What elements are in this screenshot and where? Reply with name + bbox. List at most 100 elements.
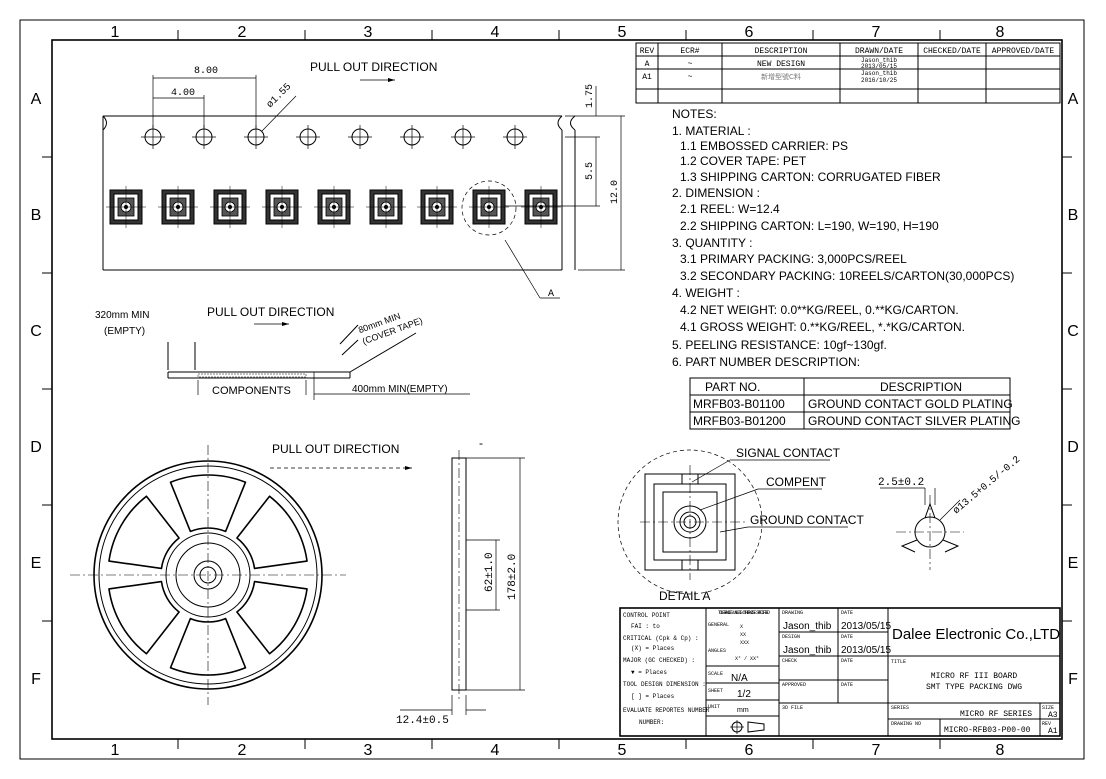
tb-drawing-date-label: DATE: [841, 610, 853, 616]
reel-window: [236, 580, 308, 655]
component-pocket: [210, 186, 250, 228]
tb-check-label: CHECK: [782, 658, 797, 664]
part-number-table: PART NO. DESCRIPTION MRFB03-B01100 GROUN…: [689, 377, 1020, 430]
dim-bore-13-5: ø13.5+0.5/-0.2: [951, 454, 1023, 517]
tb-angles: ANGLES: [708, 648, 726, 654]
tb-design-name: Jason_thib: [783, 645, 832, 656]
component-pocket: [262, 186, 302, 228]
row-label-left-f: F: [31, 671, 41, 688]
tb-tool: TOOL DESIGN DIMENSION :: [623, 681, 706, 688]
rev-header-ecr: ECR#: [680, 47, 699, 56]
carrier-tape-top-view: PULL OUT DIRECTION: [102, 60, 625, 300]
reel-window: [108, 580, 180, 655]
rev-header-checked: CHECKED/DATE: [923, 47, 981, 56]
detail-a-caption: DETAIL A: [659, 589, 710, 603]
tb-tol-x: X: [740, 624, 743, 630]
title-block: CONTROL POINT FAI : to CRITICAL (Cpk & C…: [619, 607, 1061, 737]
col-label-top-6: 6: [745, 24, 754, 41]
dim-hub-62: 62±1.0: [484, 552, 496, 592]
tb-design-date: 2013/05/15: [841, 645, 891, 656]
tb-check-date-label: DATE: [841, 658, 853, 664]
tb-drawing-label: DRAWING: [782, 610, 803, 616]
col-label-top-5: 5: [618, 24, 627, 41]
compent-label: COMPENT: [766, 475, 827, 489]
tb-scale-label: SCALE: [708, 671, 723, 677]
tb-tol-head: TOLERANCES UNLESS OTHERWISE SPECIFIED: [718, 610, 770, 616]
dim-hole-pitch-4: 4.00: [171, 88, 195, 99]
tb-control-point: CONTROL POINT: [623, 612, 670, 619]
row-label-left-b: B: [31, 207, 42, 224]
note-6: 6. PART NUMBER DESCRIPTION:: [672, 355, 860, 369]
dim-tape-width-12: 12.0: [610, 180, 621, 204]
tb-size-value: A3: [1048, 711, 1058, 720]
tb-drawing-name: Jason_thib: [783, 621, 832, 632]
rev-row2-drawn-date: 2016/10/25: [861, 77, 897, 84]
tb-drawing-no-value: MICRO-RFB03-P00-00: [944, 726, 1031, 735]
tb-3d-file-label: 3D FILE: [782, 705, 803, 711]
col-label-bottom-6: 6: [745, 742, 754, 759]
col-label-bottom-2: 2: [238, 742, 247, 759]
note-4: 4. WEIGHT :: [672, 286, 740, 300]
rev-row1-rev: A: [645, 60, 650, 69]
tb-company: Dalee Electronic Co.,LTD: [892, 626, 1060, 643]
rev-row2-desc: 新增型號C料: [761, 72, 801, 81]
row-label-right-d: D: [1067, 439, 1079, 456]
tb-series-value: MICRO RF SERIES: [960, 710, 1032, 719]
reel-window: [236, 495, 308, 570]
tb-unit-value: mm: [737, 707, 749, 714]
dim-pitch-8: 8.00: [194, 66, 218, 77]
component-pocket: [366, 186, 406, 228]
note-2: 2. DIMENSION :: [672, 186, 760, 200]
component-pocket: [158, 186, 198, 228]
tb-approved-label: APPROVED: [782, 682, 806, 688]
tb-approved-date-label: DATE: [841, 682, 853, 688]
col-label-top-8: 8: [996, 24, 1005, 41]
tb-rev-label: REV: [1042, 721, 1051, 727]
tb-title-line2: SMT TYPE PACKING DWG: [926, 683, 1022, 692]
tb-rev-value: A1: [1048, 727, 1058, 736]
col-label-top-2: 2: [238, 24, 247, 41]
col-label-bottom-4: 4: [491, 742, 500, 759]
notes-section: NOTES: 1. MATERIAL : 1.1 EMBOSSED CARRIE…: [672, 107, 1014, 369]
signal-contact-label: SIGNAL CONTACT: [736, 446, 841, 460]
col-label-bottom-8: 8: [996, 742, 1005, 759]
side-pull-out-label: PULL OUT DIRECTION: [207, 305, 334, 319]
row-label-right-f: F: [1068, 671, 1078, 688]
row-label-right-a: A: [1068, 91, 1079, 108]
part-row2-desc: GROUND CONTACT SILVER PLATING: [808, 414, 1020, 428]
note-2-1: 2.1 REEL: W=12.4: [680, 202, 780, 216]
tape-side-view: 320mm MIN (EMPTY) PULL OUT DIRECTION 80m…: [95, 305, 470, 400]
hub-detail: 2.5±0.2 ø13.5+0.5/-0.2: [878, 454, 1023, 570]
dim-5-5: 5.5: [585, 162, 596, 180]
rev-row2-rev: A1: [642, 73, 652, 82]
note-2-2: 2.2 SHIPPING CARTON: L=190, W=190, H=190: [680, 219, 939, 233]
part-row1-part: MRFB03-B01100: [693, 397, 785, 411]
col-label-top-7: 7: [872, 24, 881, 41]
tb-title-line1: MICRO RF III BOARD: [931, 672, 1018, 681]
component-pocket: [417, 186, 457, 228]
tb-title-label: TITLE: [891, 659, 906, 665]
col-label-bottom-3: 3: [364, 742, 373, 759]
rev-header-drawn: DRAWN/DATE: [855, 47, 903, 56]
dim-hole-diameter: ø1.55: [265, 82, 294, 111]
component-pockets: [106, 186, 561, 228]
tape-pull-out-label: PULL OUT DIRECTION: [310, 60, 437, 74]
rev-header-description: DESCRIPTION: [755, 47, 808, 56]
part-header-description: DESCRIPTION: [880, 380, 962, 394]
note-1-3: 1.3 SHIPPING CARTON: CORRUGATED FIBER: [680, 170, 941, 184]
tb-scale-value: N/A: [731, 673, 748, 684]
row-label-right-e: E: [1068, 555, 1079, 572]
tb-major: MAJOR (GC CHECKED) :: [623, 657, 695, 664]
tb-tool-places: [ ] = Places: [631, 693, 675, 700]
tb-sheet-value: 1/2: [737, 689, 751, 700]
dim-hub-2-5: 2.5±0.2: [878, 477, 924, 489]
tb-general: GENERAL: [708, 622, 729, 628]
note-5: 5. PEELING RESISTANCE: 10gf~130gf.: [672, 338, 887, 352]
revision-table: REV ECR# DESCRIPTION DRAWN/DATE CHECKED/…: [635, 42, 1061, 104]
note-3-2: 3.2 SECONDARY PACKING: 10REELS/CARTON(30…: [680, 269, 1014, 283]
tb-fai: FAI : to: [631, 623, 660, 630]
tb-design-date-label: DATE: [841, 634, 853, 640]
reel-windows: [108, 474, 308, 676]
tb-series-label: SERIES: [891, 705, 909, 711]
tb-design-label: DESIGN: [782, 634, 800, 640]
